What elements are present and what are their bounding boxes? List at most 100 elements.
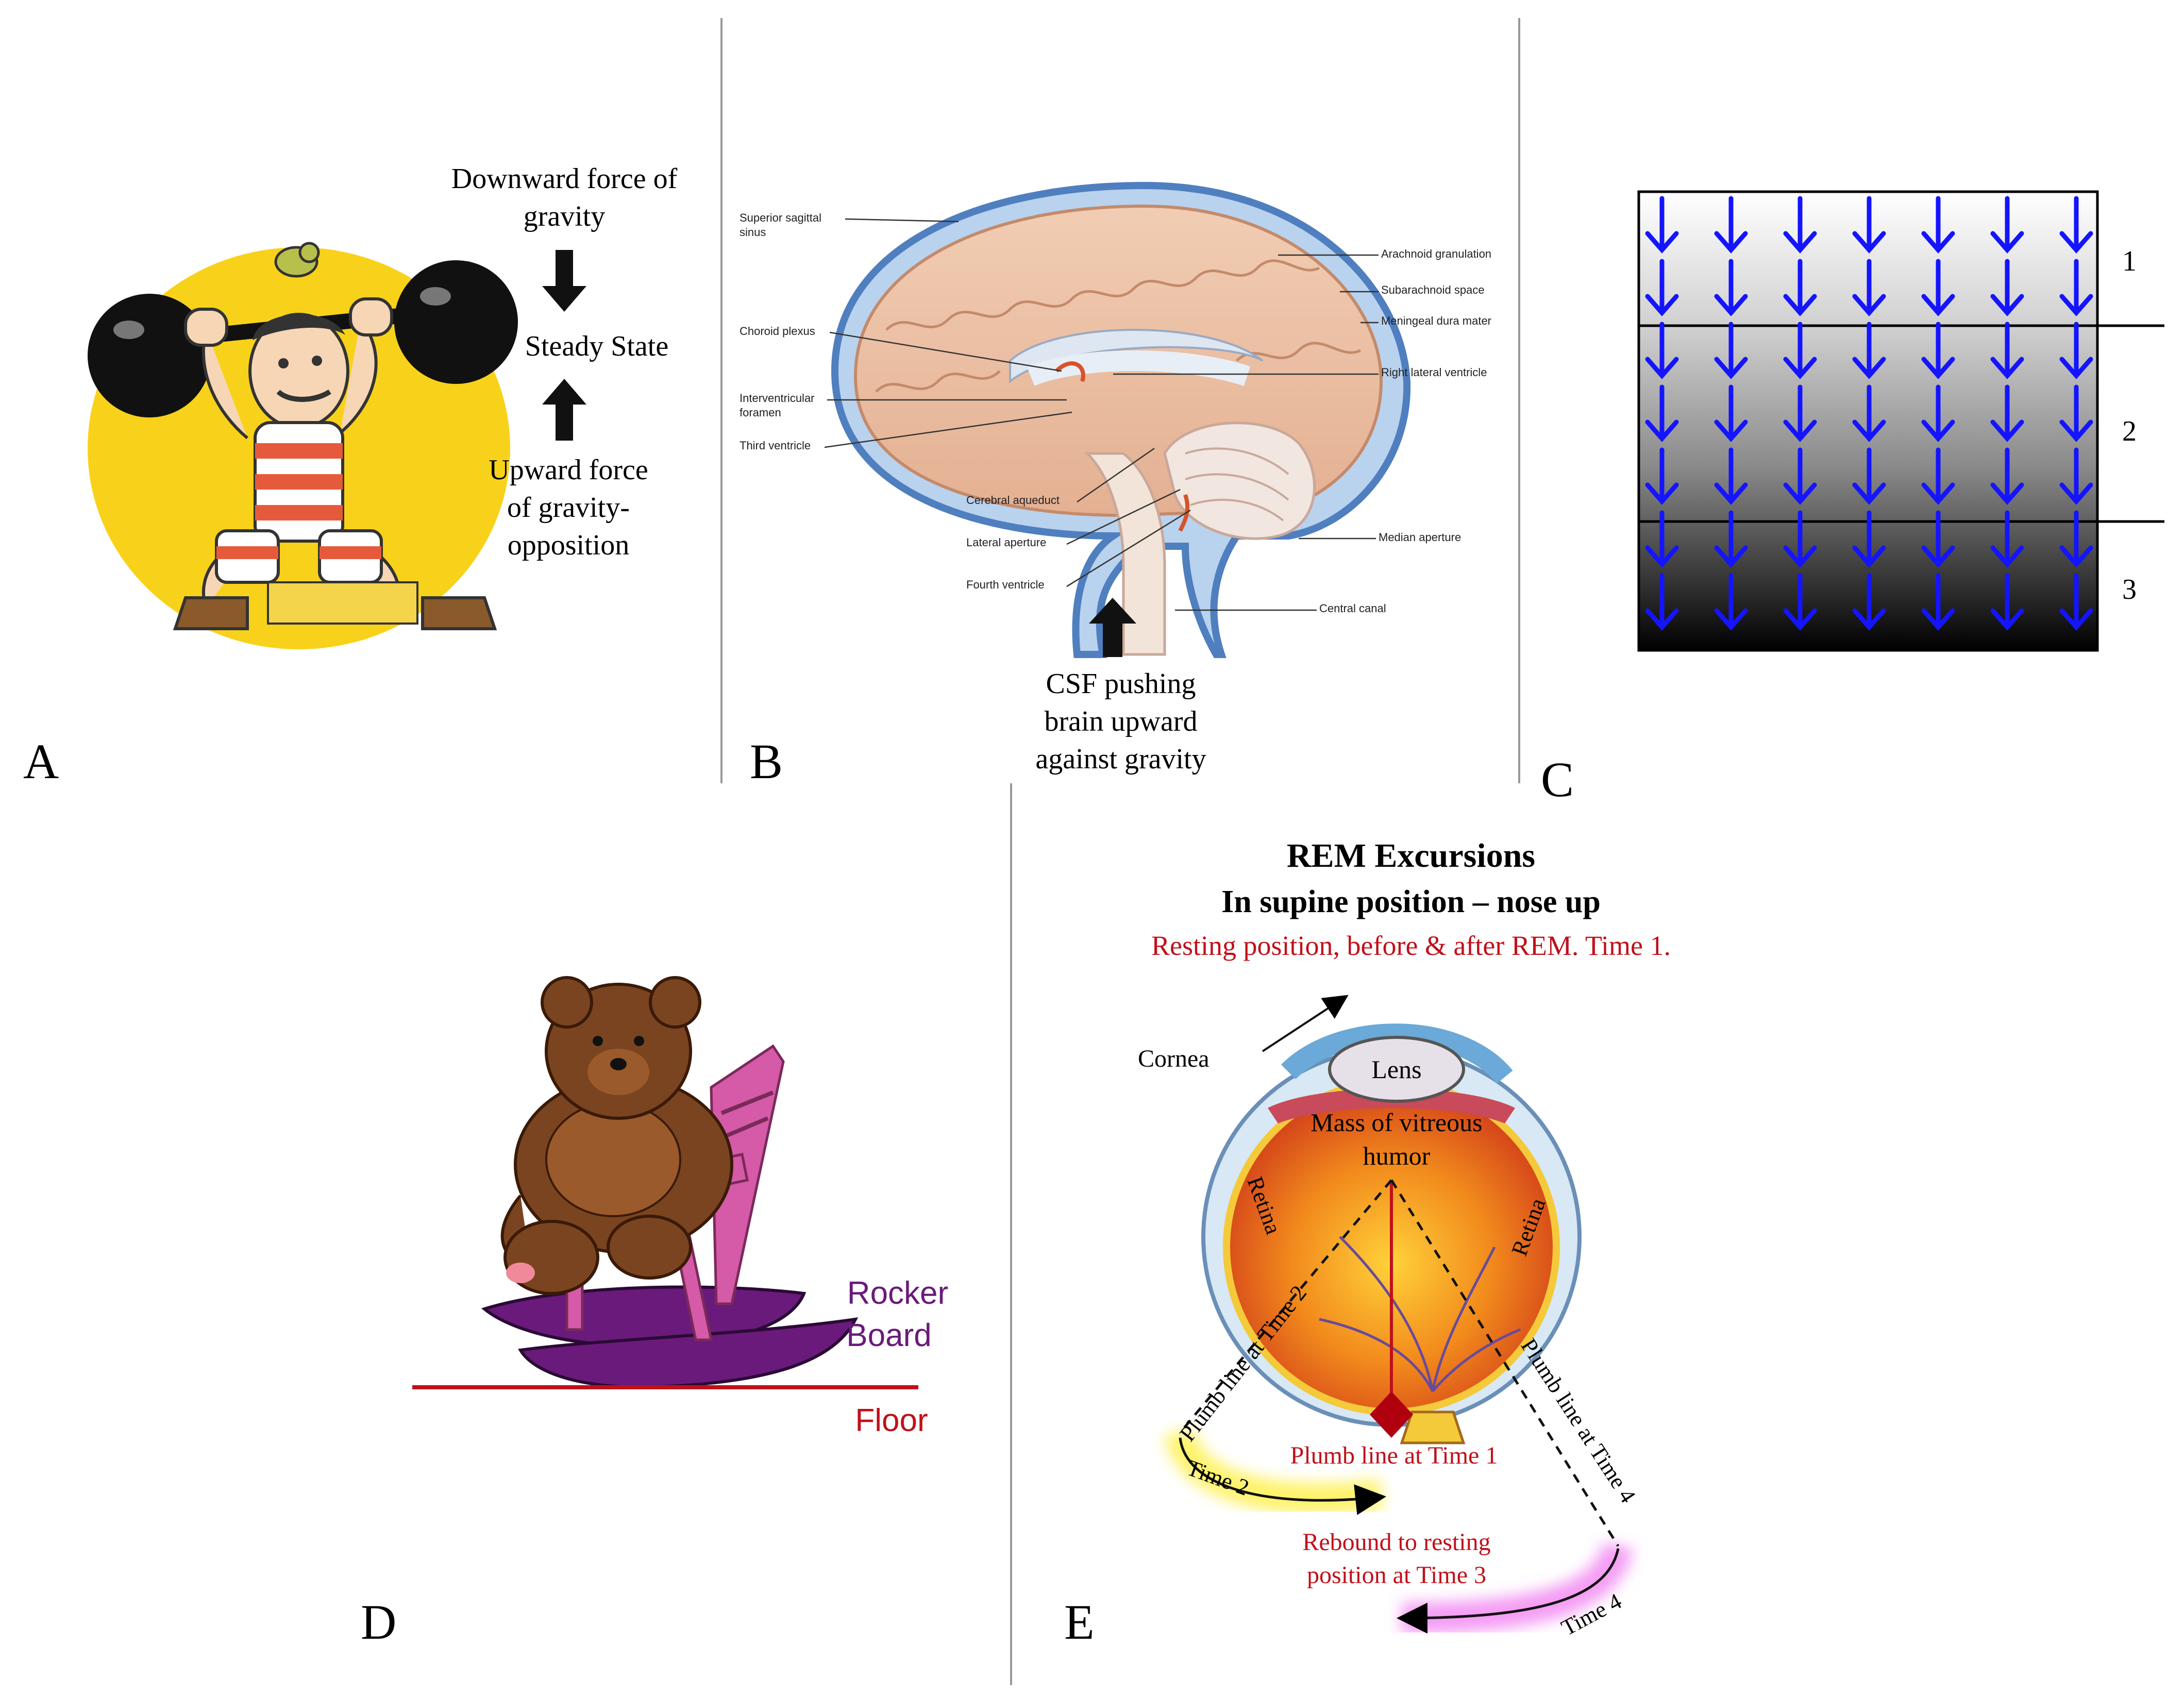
down-arrow-icon [1645, 196, 1679, 254]
plumb-line-time2 [1179, 1179, 1392, 1434]
rebound-label-1: Rebound to resting [1302, 1528, 1490, 1556]
label-choroid-plexus: Choroid plexus [740, 325, 815, 338]
down-arrow-icon [1852, 322, 1886, 379]
down-arrow-icon [1852, 259, 1886, 316]
down-arrow-icon [1990, 384, 2024, 442]
teddy-bear-rocking-chair-illustration [481, 976, 859, 1389]
time2-glow [1165, 1430, 1383, 1514]
down-arrow-icon [1645, 384, 1679, 442]
cornea-label: Cornea [1138, 1045, 1209, 1072]
down-arrow-icon [1990, 510, 2024, 568]
upward-force-label-2: of gravity- [507, 492, 630, 524]
label-interventricular-2: foramen [740, 406, 781, 419]
panel-letter-a: A [23, 734, 59, 789]
down-arrow-icon [1921, 384, 1955, 442]
panel-a: Downward force of gravity Steady State U… [23, 163, 678, 789]
down-arrow-icon [1921, 573, 1955, 631]
brain-labels: Superior sagittal sinus Choroid plexus I… [740, 211, 1491, 615]
down-arrow-icon [1783, 322, 1817, 379]
csf-caption-2: brain upward [1044, 705, 1197, 737]
mass-label-2: humor [1363, 1141, 1431, 1170]
down-arrow-icon [2059, 384, 2093, 442]
down-arrow-icon [1714, 259, 1748, 316]
down-arrow-icon [1645, 510, 1679, 568]
label-cerebral-aqueduct: Cerebral aqueduct [966, 494, 1060, 507]
down-arrow-icon [1645, 447, 1679, 505]
label-third-ventricle: Third ventricle [740, 439, 811, 452]
steady-state-label: Steady State [525, 330, 668, 362]
time2-arrow [1179, 1437, 1386, 1516]
down-arrow-icon [1783, 510, 1817, 568]
down-arrow-icon [1714, 573, 1748, 631]
down-arrow-icon [1852, 384, 1886, 442]
down-arrow-icon [1852, 447, 1886, 505]
label-meningeal-dura-mater: Meningeal dura mater [1381, 314, 1491, 327]
down-arrow-icon [1714, 196, 1748, 254]
label-superior-sagittal-sinus-2: sinus [740, 226, 766, 239]
down-arrow-icon [1714, 384, 1748, 442]
up-arrow-icon [542, 379, 586, 441]
label-median-aperture: Median aperture [1379, 531, 1461, 544]
down-arrow-icon [1852, 510, 1886, 568]
down-arrow-icon [1714, 510, 1748, 568]
zone-label-3: 3 [2122, 574, 2137, 606]
floor-label: Floor [855, 1403, 928, 1438]
down-arrow-icon [1990, 196, 2024, 254]
label-lateral-aperture: Lateral aperture [966, 536, 1046, 549]
rocker-label-1: Rocker [847, 1275, 948, 1311]
label-central-canal: Central canal [1319, 602, 1386, 615]
label-superior-sagittal-sinus-1: Superior sagittal [740, 211, 821, 224]
down-arrow-icon [1921, 322, 1955, 379]
label-fourth-ventricle: Fourth ventricle [966, 578, 1045, 591]
panel-letter-b: B [750, 734, 783, 789]
plumb-line-time4 [1390, 1179, 1620, 1547]
down-arrow-icon [2059, 322, 2093, 379]
panel-letter-d: D [361, 1594, 396, 1650]
down-arrow-icon [1783, 384, 1817, 442]
downward-force-label-2: gravity [524, 200, 606, 232]
down-arrow-icon [1645, 259, 1679, 316]
csf-caption-3: against gravity [1035, 743, 1206, 775]
down-arrow-icon [542, 250, 586, 312]
panel-letter-e: E [1064, 1594, 1095, 1650]
lens-label: Lens [1371, 1055, 1421, 1084]
csf-up-arrow-icon [1089, 598, 1136, 657]
panel-letter-c: C [1541, 752, 1574, 807]
panel-c: 1 2 3 C [1541, 190, 2164, 807]
down-arrow-icon [1783, 447, 1817, 505]
zone-label-1: 1 [2122, 245, 2137, 277]
e-resting-note: Resting position, before & after REM. Ti… [1151, 930, 1671, 961]
plumb-bob-diamond [1370, 1391, 1413, 1438]
downward-force-label-1: Downward force of [451, 163, 678, 195]
down-arrow-icon [1714, 322, 1748, 379]
down-arrow-grid [1645, 196, 2093, 631]
upward-force-label-3: opposition [508, 529, 629, 561]
down-arrow-icon [1990, 322, 2024, 379]
plumb-time1-label: Plumb line at Time 1 [1290, 1442, 1498, 1469]
down-arrow-icon [1852, 573, 1886, 631]
e-subtitle: In supine position – nose up [1221, 884, 1601, 919]
upward-force-label-1: Upward force [489, 454, 648, 486]
down-arrow-icon [1921, 510, 1955, 568]
e-title: REM Excursions [1287, 837, 1535, 875]
down-arrow-icon [1714, 447, 1748, 505]
down-arrow-icon [1852, 196, 1886, 254]
label-subarachnoid-space: Subarachnoid space [1381, 283, 1485, 296]
down-arrow-icon [1645, 573, 1679, 631]
label-arachnoid-granulation: Arachnoid granulation [1381, 247, 1491, 260]
cornea-pointer [1262, 995, 1349, 1052]
zone-label-2: 2 [2122, 415, 2137, 447]
csf-caption-1: CSF pushing [1046, 668, 1196, 700]
down-arrow-icon [1921, 259, 1955, 316]
brain-sagittal-illustration [831, 181, 1411, 658]
time4-arrow [1397, 1548, 1620, 1634]
rocker-label-2: Board [846, 1318, 931, 1353]
down-arrow-icon [2059, 259, 2093, 316]
down-arrow-icon [1783, 196, 1817, 254]
strongman-illustration [88, 242, 518, 630]
lens-shape [1328, 1036, 1465, 1103]
down-arrow-icon [1783, 259, 1817, 316]
mass-label-1: Mass of vitreous [1311, 1108, 1482, 1137]
down-arrow-icon [1645, 322, 1679, 379]
